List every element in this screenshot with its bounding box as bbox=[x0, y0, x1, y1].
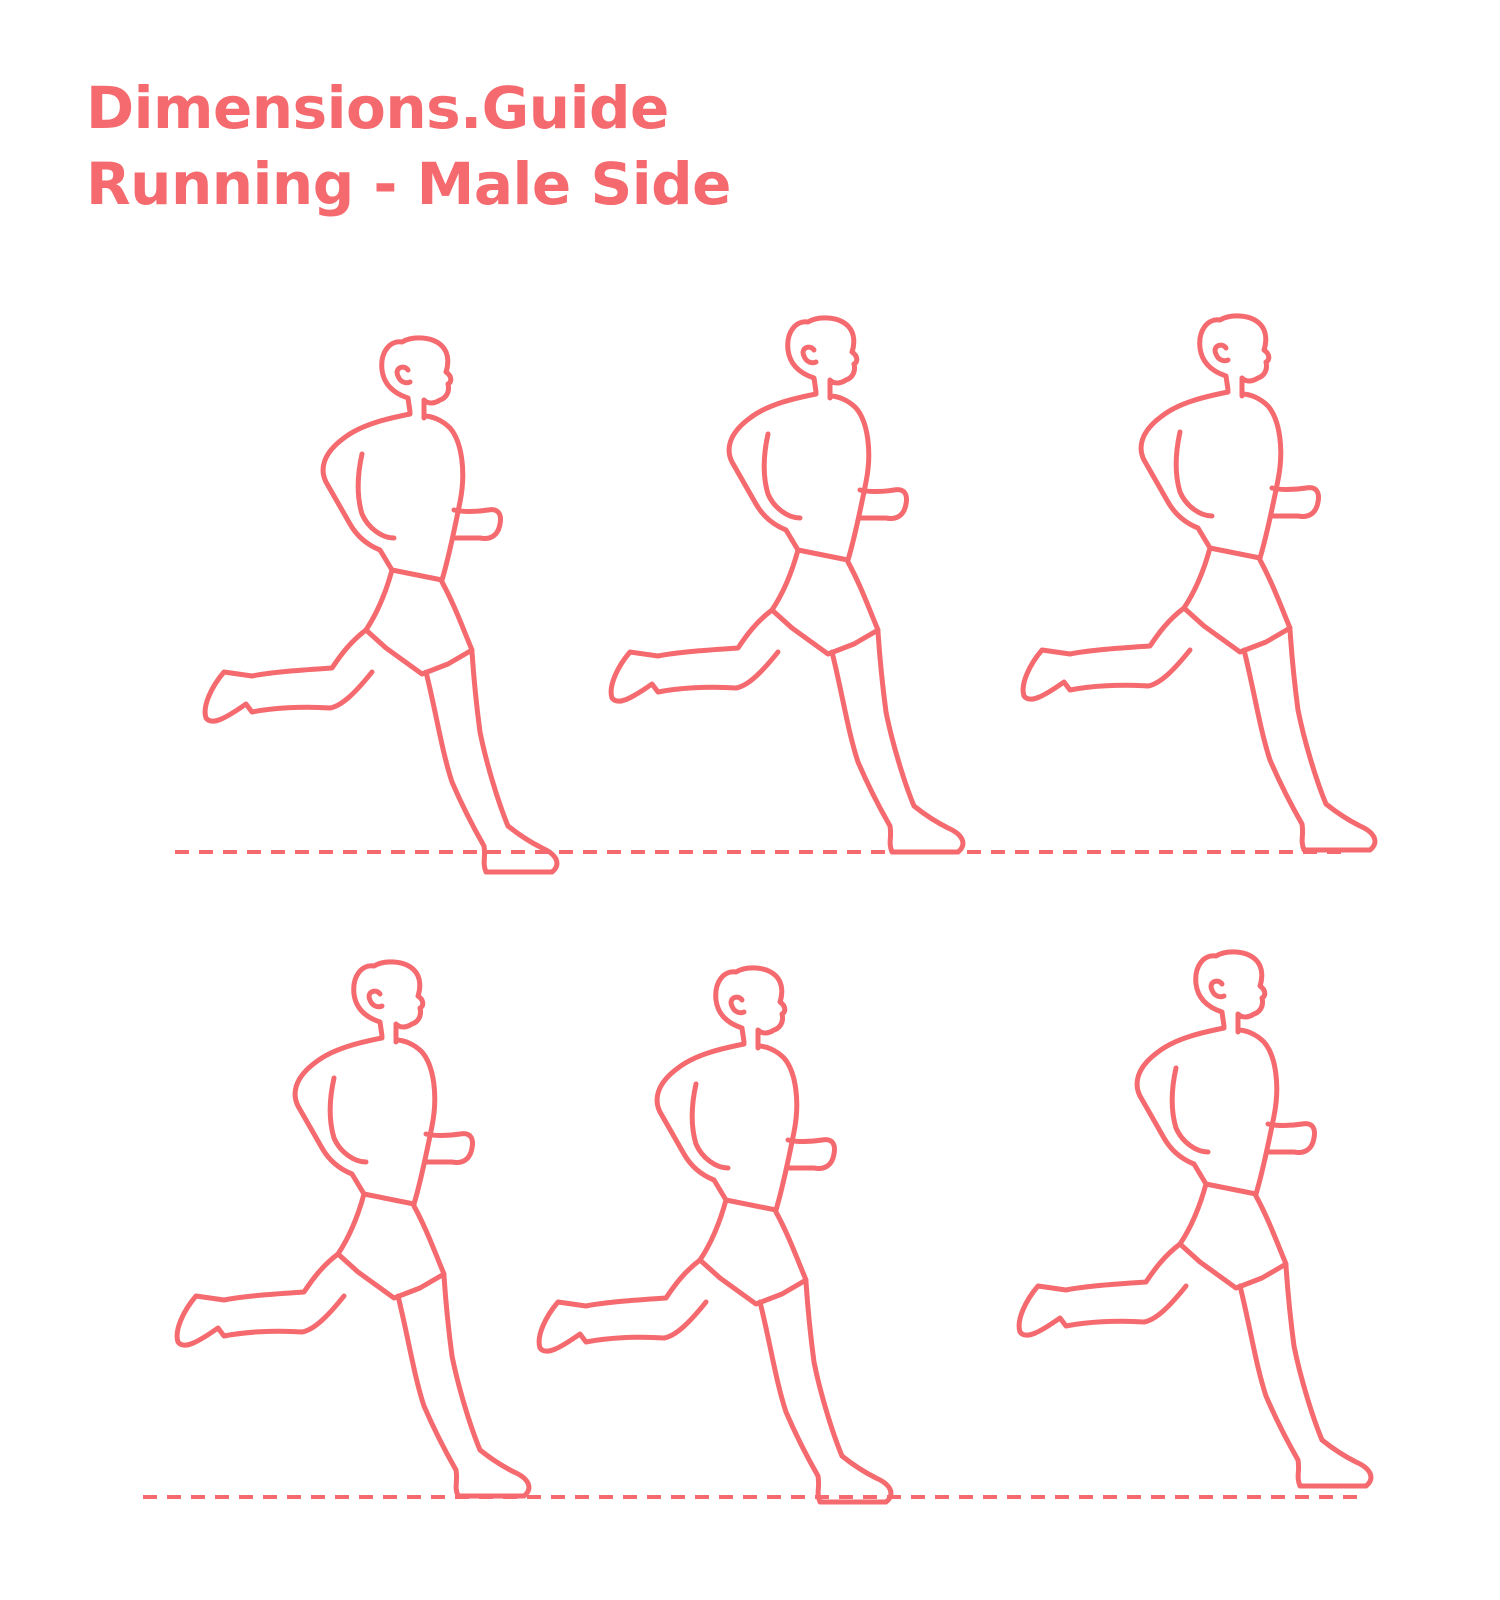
runner-figure-1 bbox=[205, 338, 557, 872]
runner-figure-2 bbox=[611, 318, 963, 852]
brand-title: Dimensions.Guide bbox=[86, 74, 669, 142]
title-block: Dimensions.Guide Running - Male Side bbox=[86, 70, 731, 222]
runner-figure-6 bbox=[1019, 952, 1371, 1486]
page-title: Running - Male Side bbox=[86, 150, 731, 218]
runner-figure-5 bbox=[539, 968, 891, 1502]
runner-figure-3 bbox=[1023, 316, 1375, 850]
runner-figure-4 bbox=[177, 962, 529, 1496]
